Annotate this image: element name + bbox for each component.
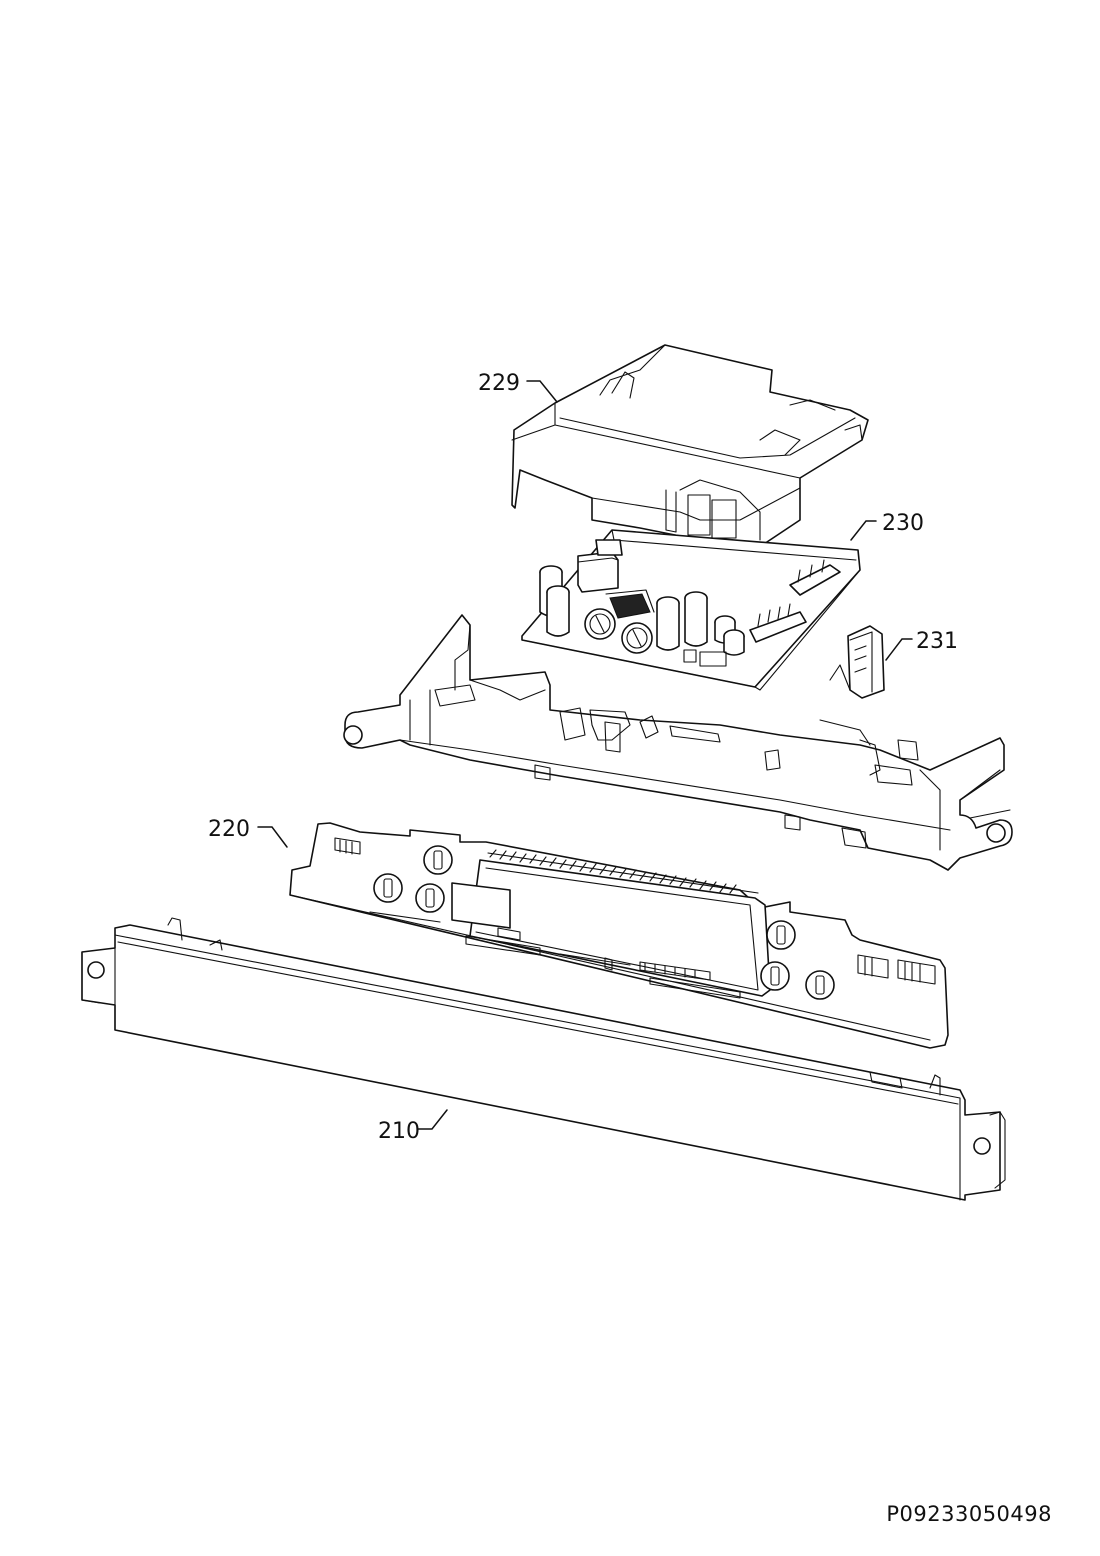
callout-229: 229 [478,371,558,403]
callout-label-230: 230 [882,511,924,536]
callout-label-231: 231 [916,629,958,654]
callout-label-210: 210 [378,1119,420,1144]
part-229-pcb-cover [511,344,869,549]
main-frame [343,614,1013,871]
screw-buttons [373,845,835,1000]
callout-230: 230 [850,511,924,541]
part-220-display-board [289,822,949,1049]
callout-231: 231 [885,629,958,661]
callout-210: 210 [378,1109,448,1144]
callout-220: 220 [208,817,288,848]
callout-label-220: 220 [208,817,250,842]
callout-label-229: 229 [478,371,520,396]
capacitor-group [539,565,745,656]
part-230-control-board [521,529,861,691]
part-210-front-panel [81,917,1006,1201]
part-231-clip [819,625,885,746]
document-code: P09233050498 [886,1502,1052,1526]
